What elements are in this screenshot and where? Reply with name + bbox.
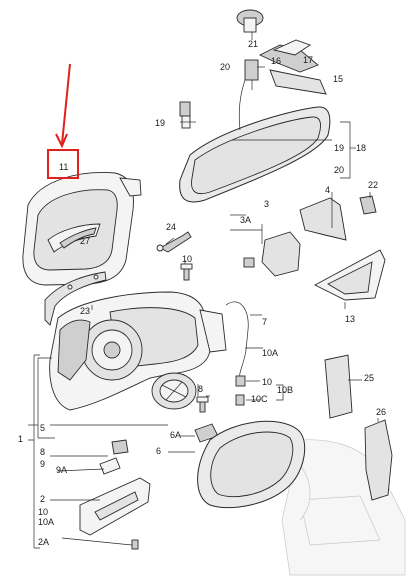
callout-13: 13 (345, 314, 355, 324)
leader-lines (28, 32, 379, 501)
connector-20[interactable] (244, 59, 259, 90)
adjuster-disc-5[interactable] (151, 372, 197, 410)
wiring-harness-7[interactable] (225, 301, 249, 406)
cover-trim-27[interactable] (59, 227, 97, 249)
callout-11: 11 (59, 162, 68, 172)
callout-labels: 21 20 16 17 15 19 19 18 20 4 22 3 3A 24 … (18, 39, 386, 547)
clip-24[interactable] (156, 231, 192, 253)
callout-10a-left: 10A (38, 517, 54, 527)
indicator-lamp-9[interactable] (99, 439, 129, 475)
screw-10-top[interactable] (180, 263, 193, 281)
plug-19[interactable] (179, 101, 191, 129)
callout-1: 1 (18, 434, 23, 444)
mirror-glass-6[interactable] (197, 420, 306, 509)
callout-8b: 8 (40, 447, 45, 457)
highlight-box (47, 149, 79, 179)
mirror-mount-16-17[interactable] (238, 39, 319, 131)
callout-21: 21 (248, 39, 258, 49)
callout-19a: 19 (155, 118, 165, 128)
callout-19b: 19 (334, 143, 344, 153)
callout-17: 17 (303, 55, 313, 65)
callout-5: 5 (40, 423, 45, 433)
callout-27: 27 (80, 236, 90, 246)
highlight-marker (47, 63, 79, 179)
trim-12-13[interactable] (314, 249, 386, 301)
lower-trim-23[interactable] (44, 271, 107, 326)
screw-2A[interactable] (61, 537, 139, 550)
callout-4: 4 (325, 185, 330, 195)
callout-10-top: 10 (182, 254, 192, 264)
callout-22: 22 (368, 180, 378, 190)
callout-23: 23 (80, 306, 90, 316)
callout-25: 25 (364, 373, 374, 383)
callout-16: 16 (271, 56, 281, 66)
red-arrowhead-icon (55, 133, 68, 149)
rain-sensor-21[interactable] (236, 9, 264, 33)
callout-9a: 9A (56, 465, 67, 475)
red-arrow-icon (61, 63, 71, 145)
callout-2a: 2A (38, 537, 49, 547)
callout-2: 2 (40, 494, 45, 504)
callout-3a: 3A (240, 215, 251, 225)
fastener-3A[interactable] (243, 257, 255, 268)
trim-26[interactable] (364, 419, 393, 501)
group-bracket-1 (28, 354, 40, 549)
clip-22[interactable] (359, 195, 377, 215)
callout-26: 26 (376, 407, 386, 417)
callout-24: 24 (166, 222, 176, 232)
screw-8[interactable] (196, 396, 209, 413)
callout-10c: 10C (251, 394, 268, 404)
bracket-15[interactable] (269, 69, 327, 95)
callout-8a: 8 (198, 384, 203, 394)
cover-3[interactable] (261, 231, 301, 277)
bracket-4[interactable] (299, 197, 347, 241)
mirror-cover-11[interactable] (22, 172, 142, 286)
callout-10b: 10B (277, 385, 293, 395)
callout-6a: 6A (170, 430, 181, 440)
interior-mirror-18[interactable] (179, 106, 331, 203)
callout-20b: 20 (334, 165, 344, 175)
callout-6: 6 (156, 446, 161, 456)
seal-25[interactable] (324, 354, 353, 419)
callout-18: 18 (356, 143, 366, 153)
callout-10-left: 10 (38, 507, 48, 517)
callout-10a: 10A (262, 348, 278, 358)
callout-7: 7 (262, 317, 267, 327)
callout-20a: 20 (220, 62, 230, 72)
callout-3: 3 (264, 199, 269, 209)
callout-15: 15 (333, 74, 343, 84)
callout-9: 9 (40, 459, 45, 469)
callout-10: 10 (262, 377, 272, 387)
bracket-2[interactable] (79, 477, 151, 536)
mirror-base-assembly[interactable] (49, 291, 227, 411)
